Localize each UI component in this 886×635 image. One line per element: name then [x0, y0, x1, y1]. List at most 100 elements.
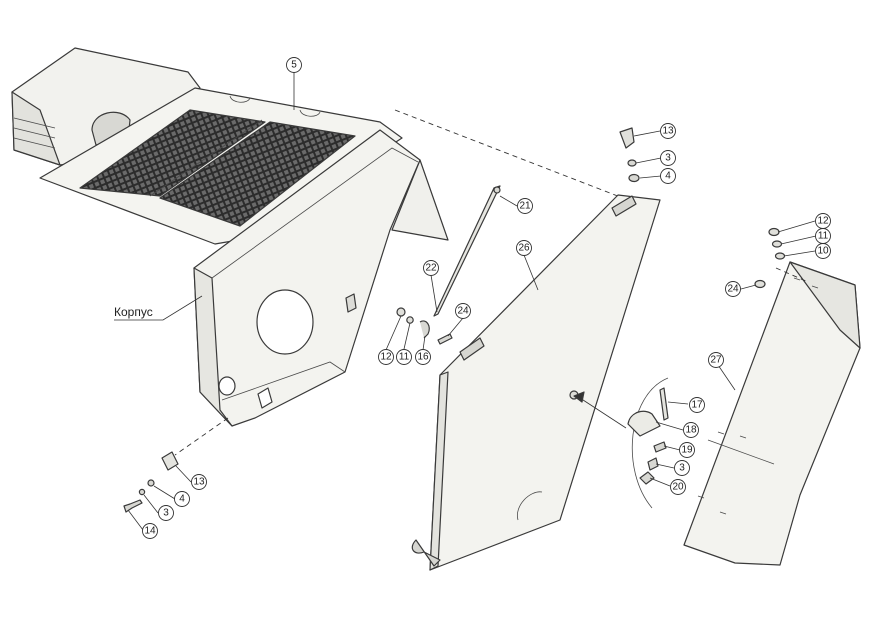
svg-text:11: 11	[818, 231, 829, 242]
washer-4-top	[628, 173, 640, 183]
callout-20: 20	[670, 479, 686, 495]
svg-text:4: 4	[665, 171, 671, 182]
rod-21	[433, 185, 501, 317]
door-panel-edge	[429, 371, 449, 571]
nut-12-right	[768, 227, 780, 237]
cover-27	[683, 261, 861, 566]
side-wing	[391, 159, 449, 241]
callout-12: 12	[378, 349, 394, 365]
bolt-14-left	[123, 499, 143, 513]
cover-fastener-stack	[754, 227, 809, 289]
svg-text:24: 24	[727, 284, 739, 295]
knob-18	[627, 410, 661, 437]
fastener-axis-left	[174, 417, 229, 456]
callout-3: 3	[158, 505, 174, 521]
housing-body-edge	[211, 147, 419, 279]
lock-bracket-arc	[631, 377, 669, 509]
pin-24-right	[754, 279, 766, 289]
callout-13: 13	[660, 123, 676, 139]
lock-assembly	[573, 377, 669, 509]
svg-text:26: 26	[518, 243, 530, 254]
svg-text:3: 3	[665, 153, 671, 164]
leader-lines	[114, 72, 817, 531]
callout-5: 5	[286, 57, 302, 73]
svg-text:3: 3	[679, 463, 685, 474]
callout-13: 13	[191, 474, 207, 490]
door-fastener-stack	[619, 127, 640, 183]
washer-4-left	[147, 479, 155, 487]
housing-assembly	[11, 47, 449, 427]
housing-body-bottom-edge	[221, 361, 346, 401]
callout-3: 3	[660, 150, 676, 166]
callout-22: 22	[423, 260, 439, 276]
housing-label: Корпус	[114, 305, 153, 319]
lock-arrow-head	[573, 391, 585, 403]
callout-24: 24	[455, 303, 471, 319]
svg-text:14: 14	[144, 526, 156, 537]
door-26	[411, 194, 661, 571]
svg-text:22: 22	[425, 263, 437, 274]
callout-24: 24	[725, 281, 741, 297]
mesh-screen-left	[79, 109, 266, 197]
callout-11: 11	[396, 349, 412, 365]
housing-body-side	[193, 267, 233, 427]
nut-20	[639, 471, 655, 485]
washer-3-top	[627, 159, 637, 167]
callout-27: 27	[708, 352, 724, 368]
callout-14: 14	[142, 523, 158, 539]
callout-21: 21	[517, 198, 533, 214]
hinge-bracket-left	[161, 451, 179, 471]
washer-3-lock	[647, 457, 659, 471]
spring-16	[419, 320, 430, 339]
washer-19	[653, 441, 667, 453]
callout-12: 12	[815, 213, 831, 229]
rod-assembly	[396, 185, 501, 345]
housing-small-opening	[218, 376, 236, 396]
svg-text:13: 13	[193, 477, 205, 488]
callout-11: 11	[815, 228, 831, 244]
svg-text:5: 5	[291, 60, 297, 71]
bolt-13-top	[619, 127, 635, 149]
hood-vents	[13, 117, 56, 149]
svg-text:19: 19	[681, 445, 693, 456]
washer-3-left	[138, 488, 146, 496]
svg-text:13: 13	[662, 126, 674, 137]
door-handle	[516, 491, 543, 521]
callout-4: 4	[660, 168, 676, 184]
svg-text:16: 16	[417, 352, 429, 363]
callout-17: 17	[689, 397, 705, 413]
callout-16: 16	[415, 349, 431, 365]
bolt-17	[659, 387, 669, 421]
nut-12-left	[396, 307, 406, 317]
callout-26: 26	[516, 240, 532, 256]
cover-top-face	[789, 261, 861, 349]
svg-text:11: 11	[399, 352, 410, 363]
housing-round-opening	[256, 289, 314, 355]
washer-11-left	[406, 316, 414, 324]
housing-label-leader	[114, 295, 203, 321]
door-bottom-hinge	[411, 539, 441, 567]
washer-10	[774, 252, 786, 260]
motor-hood-side	[11, 91, 61, 166]
svg-text:12: 12	[817, 216, 829, 227]
fastener-axis-cover	[775, 267, 809, 283]
callout-4: 4	[174, 491, 190, 507]
alignment-line-top	[394, 109, 629, 201]
svg-text:20: 20	[672, 482, 684, 493]
housing-latch	[345, 293, 357, 313]
rod-head	[493, 186, 501, 194]
mesh-screen-right	[159, 121, 356, 227]
callout-19: 19	[679, 442, 695, 458]
svg-text:21: 21	[519, 201, 531, 212]
housing-slot	[257, 387, 273, 409]
pin-24-left	[437, 333, 453, 345]
svg-text:10: 10	[817, 246, 829, 257]
callout-10: 10	[815, 243, 831, 259]
svg-text:27: 27	[710, 355, 722, 366]
door-top-hinge	[611, 195, 637, 217]
washer-11-right	[771, 240, 783, 248]
svg-text:4: 4	[179, 494, 185, 505]
frame-handles	[229, 95, 321, 117]
